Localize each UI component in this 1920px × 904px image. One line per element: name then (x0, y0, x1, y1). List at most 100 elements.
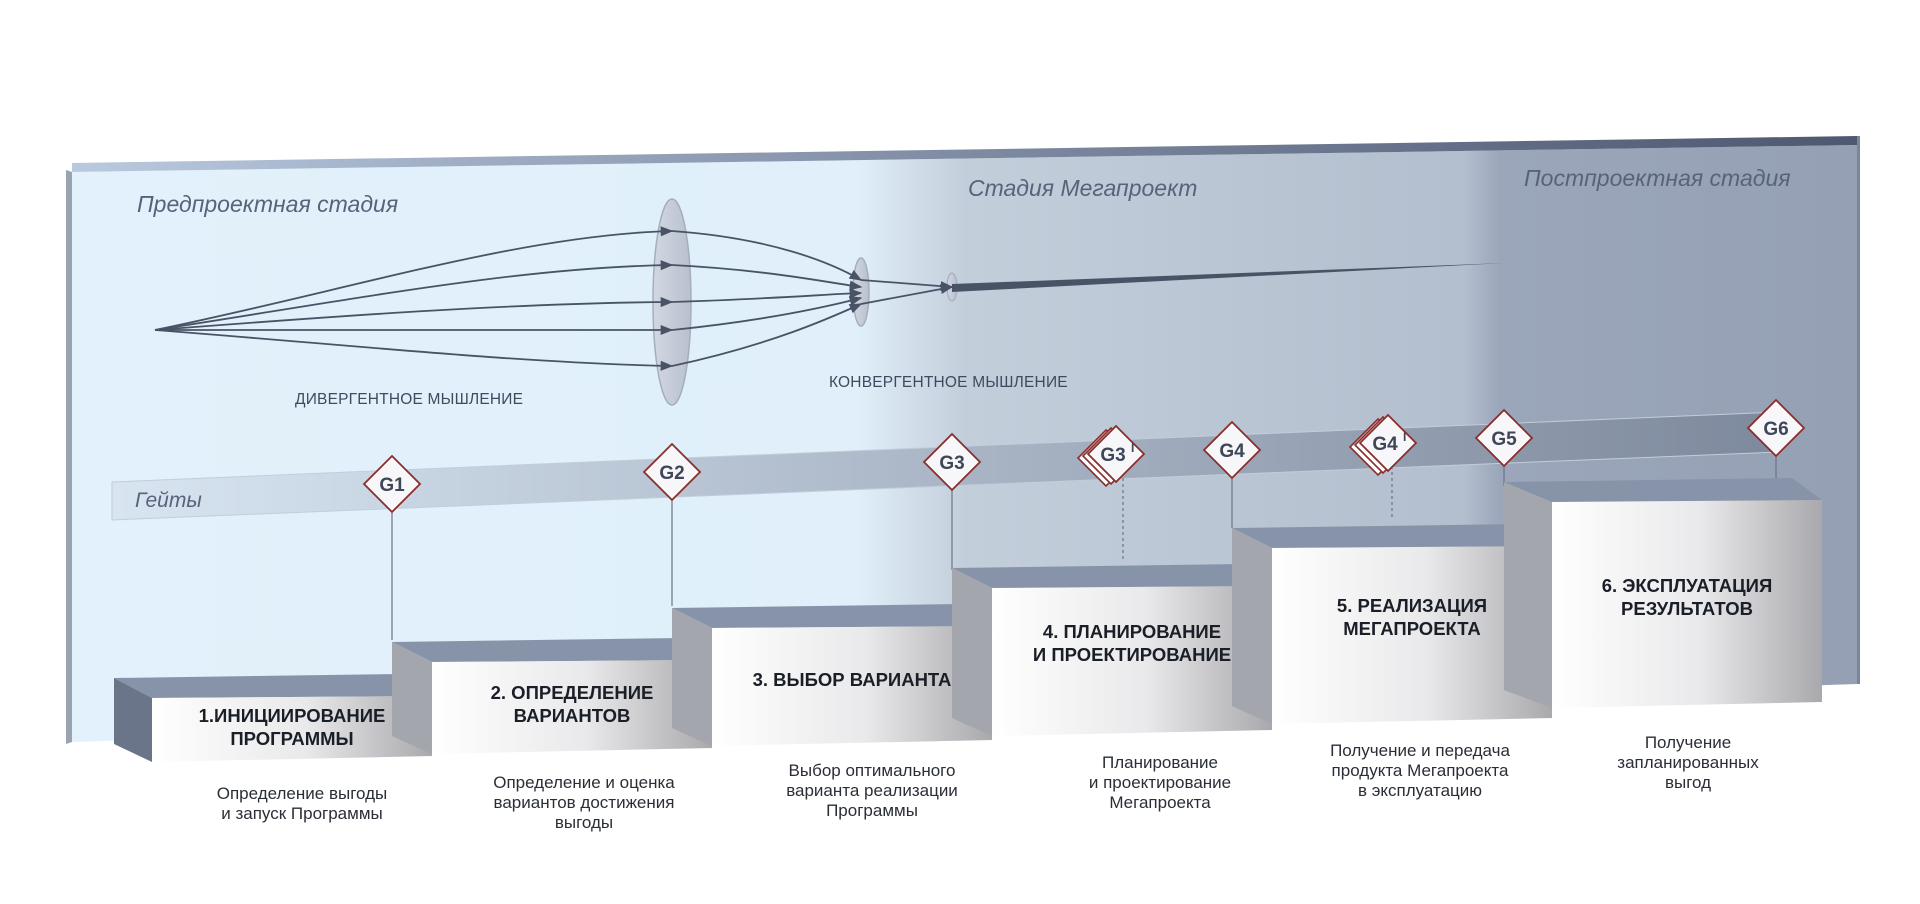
stage-top-edge (72, 136, 1857, 172)
step-description-line: варианта реализации (786, 781, 958, 800)
stage-right-edge (1857, 136, 1860, 684)
gate-diamond (1474, 408, 1534, 468)
step-front-face (712, 626, 992, 746)
step-description-line: вариантов достижения (494, 793, 675, 812)
step-description-line: Программы (826, 801, 918, 820)
gate-diamond (1202, 420, 1262, 480)
step-side-face (392, 642, 432, 754)
stage-left-edge (66, 170, 72, 744)
gate-g1[interactable]: G1 (362, 454, 422, 514)
step-title: 5. РЕАЛИЗАЦИЯ (1337, 595, 1487, 616)
convergent-ray (671, 230, 863, 281)
step-description-line: запланированных (1617, 753, 1759, 772)
step-description-line: и запуск Программы (221, 804, 382, 823)
divergent-ray (154, 260, 674, 331)
gate-diamond (1086, 424, 1146, 484)
step-top-face (392, 638, 712, 662)
gates-label: Гейты (135, 489, 202, 512)
step-description-line: Определение выгоды (217, 784, 388, 803)
step-description-line: Получение и передача (1330, 741, 1510, 760)
step-description-line: выгод (1665, 773, 1711, 792)
gate-sup-label: I (1403, 430, 1406, 444)
gate-g5[interactable]: G5 (1474, 408, 1534, 468)
gate-sup-label: I (1131, 441, 1134, 455)
step-title: 6. ЭКСПЛУАТАЦИЯ (1602, 575, 1773, 596)
step-title: 3. ВЫБОР ВАРИАНТА (753, 669, 952, 690)
gate-diamond (1746, 398, 1806, 458)
gate-g4[interactable]: G4 (1202, 420, 1262, 480)
step-side-face (1232, 528, 1272, 724)
convergent-ray (671, 303, 863, 367)
focus-ray (860, 284, 954, 305)
gate-g2[interactable]: G2 (642, 442, 702, 502)
step-description-line: продукта Мегапроекта (1332, 761, 1509, 780)
step-description-line: Мегапроекта (1109, 793, 1211, 812)
divergent-ray (154, 297, 674, 331)
stage-label-pre: Предпроектная стадия (137, 191, 398, 217)
convergent-thinking-label: КОНВЕРГЕНТНОЕ МЫШЛЕНИЕ (829, 374, 1068, 391)
step-top-face (1232, 524, 1552, 548)
gate-label: G3 (939, 453, 964, 474)
gate-g6[interactable]: G6 (1746, 398, 1806, 458)
step-description-line: Определение и оценка (493, 773, 675, 792)
gate-label: G6 (1763, 419, 1788, 440)
step-side-face (1504, 482, 1552, 708)
step-block: 3. ВЫБОР ВАРИАНТА (672, 604, 992, 746)
focus-ray (860, 279, 954, 292)
gate-diamond (642, 442, 702, 502)
step-description-line: Выбор оптимального (789, 761, 956, 780)
step-title: 2. ОПРЕДЕЛЕНИЕ (491, 682, 654, 703)
gate-diamond (1358, 413, 1418, 473)
step-top-face (1504, 478, 1822, 502)
step-front-face (1552, 500, 1822, 708)
step-front-face (1272, 546, 1552, 724)
gate-label: G5 (1491, 429, 1517, 450)
gate-label: G3 (1100, 445, 1125, 466)
stage-label-mega: Стадия Мегапроект (968, 175, 1197, 201)
convergent-ray (671, 264, 863, 291)
step-side-face (114, 678, 152, 762)
divergent-thinking-label: ДИВЕРГЕНТНОЕ МЫШЛЕНИЕ (295, 391, 523, 408)
step-title: 1.ИНИЦИИРОВАНИЕ (199, 705, 386, 726)
gate-g3i[interactable]: G3 I (1076, 424, 1146, 488)
step-description-line: Планирование (1102, 753, 1218, 772)
step-top-face (114, 674, 432, 698)
step-front-face (432, 660, 712, 754)
gate-diamond (922, 432, 982, 492)
step-description-line: Получение (1645, 733, 1731, 752)
convergent-lens (852, 257, 870, 327)
convergent-ray (671, 288, 863, 303)
step-title: МЕГАПРОЕКТА (1343, 618, 1481, 639)
gate-diamond (362, 454, 422, 514)
step-description-line: в эксплуатацию (1358, 781, 1482, 800)
step-description-line: и проектирование (1089, 773, 1231, 792)
stage-label-post: Постпроектная стадия (1524, 165, 1791, 191)
gate-label: G4 (1219, 441, 1245, 462)
convergent-ray (671, 295, 863, 331)
step-title: РЕЗУЛЬТАТОВ (1621, 598, 1753, 619)
step-top-face (672, 604, 992, 628)
step-side-face (952, 568, 992, 736)
step-front-face (992, 586, 1272, 736)
gate-g3[interactable]: G3 (922, 432, 982, 492)
gate-label: G2 (659, 463, 684, 484)
gate-label: G1 (379, 475, 405, 496)
step-front-face (152, 696, 432, 762)
step-description-line: выгоды (555, 813, 613, 832)
step-title: 4. ПЛАНИРОВАНИЕ (1043, 621, 1221, 642)
step-title: ВАРИАНТОВ (514, 705, 631, 726)
step-top-face (952, 564, 1272, 588)
focus-beam (952, 263, 1505, 292)
divergent-ray (154, 226, 674, 331)
